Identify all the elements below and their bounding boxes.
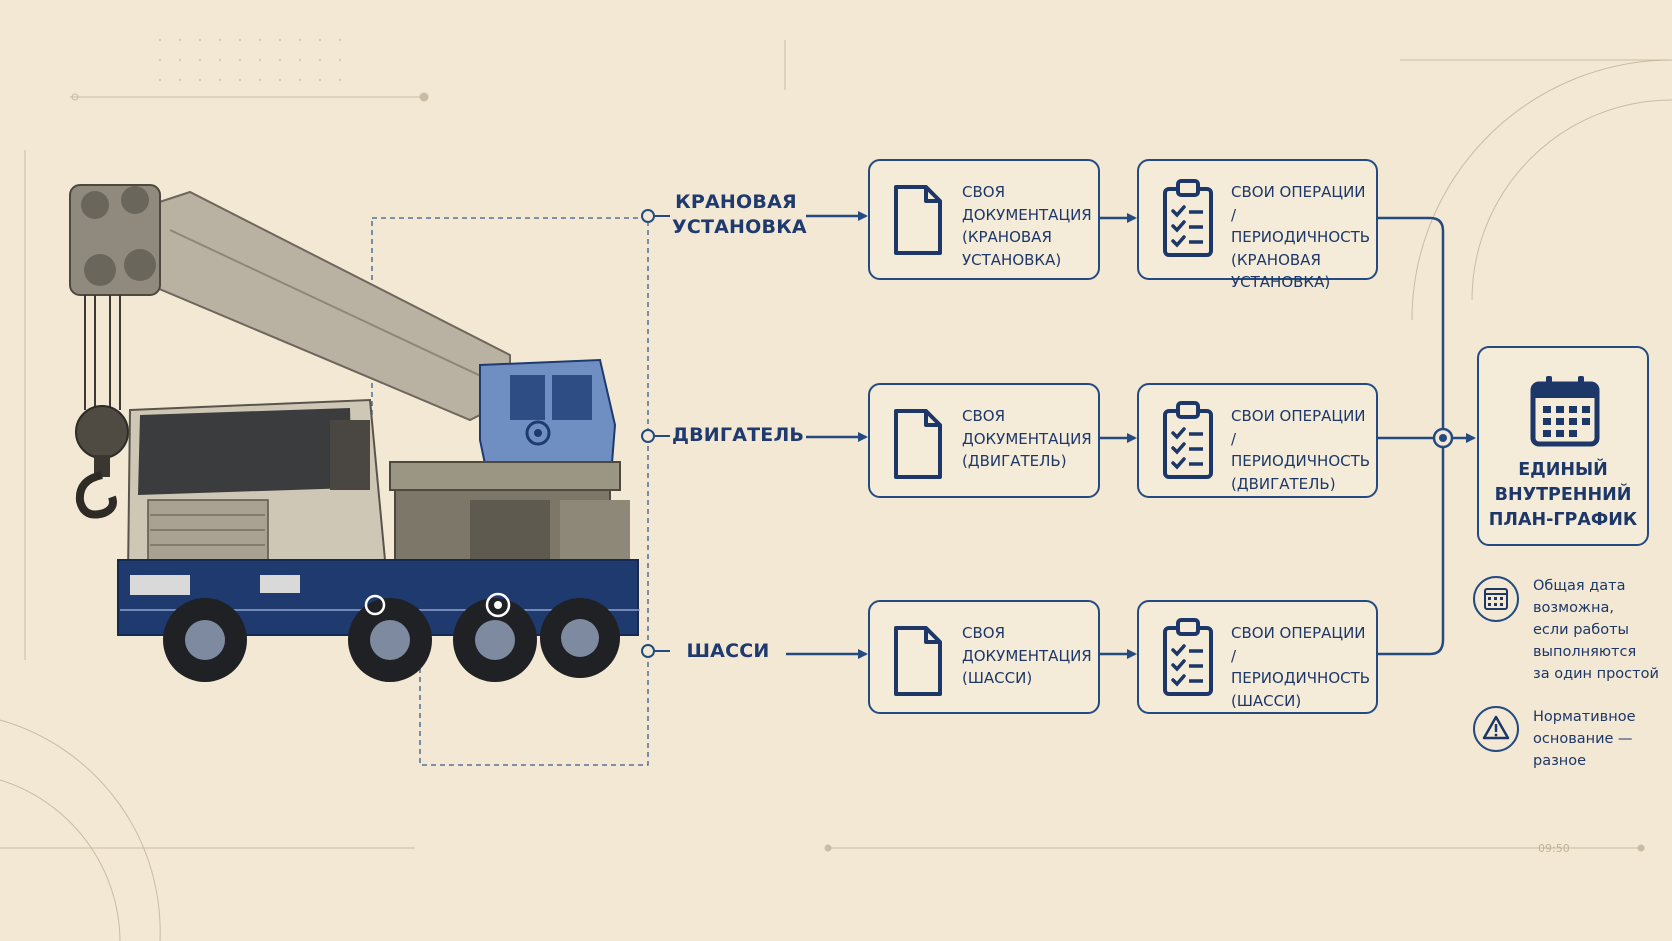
label-engine: ДВИГАТЕЛЬ <box>672 424 805 446</box>
label-chassis: ШАССИ <box>686 640 770 662</box>
document-icon <box>894 626 942 696</box>
clipboard-checklist-icon <box>1163 179 1213 257</box>
blueprint-decoration <box>0 40 1672 941</box>
card-ops-chassis: СВОИ ОПЕРАЦИИ/ ПЕРИОДИЧНОСТЬ(ШАССИ) <box>1137 600 1378 714</box>
ops-text: СВОИ ОПЕРАЦИИ/ ПЕРИОДИЧНОСТЬ(ШАССИ) <box>1231 624 1371 710</box>
document-icon <box>894 185 942 255</box>
clipboard-checklist-icon <box>1163 618 1213 696</box>
ops-text: СВОИ ОПЕРАЦИИ/ ПЕРИОДИЧНОСТЬ(ДВИГАТЕЛЬ) <box>1231 407 1371 493</box>
node-engine <box>641 429 655 443</box>
document-icon <box>894 409 942 479</box>
crane-truck-illustration <box>69 184 640 682</box>
warning-icon <box>1473 706 1519 752</box>
card-ops-engine: СВОИ ОПЕРАЦИИ/ ПЕРИОДИЧНОСТЬ(ДВИГАТЕЛЬ) <box>1137 383 1378 498</box>
node-crane <box>641 209 655 223</box>
calendar-icon <box>1530 376 1600 447</box>
decor-caption: 09:50 <box>1538 842 1570 855</box>
clipboard-checklist-icon <box>1163 401 1213 479</box>
node-chassis <box>641 644 655 658</box>
calendar-small-icon <box>1473 576 1519 622</box>
dot-grid <box>158 38 342 82</box>
